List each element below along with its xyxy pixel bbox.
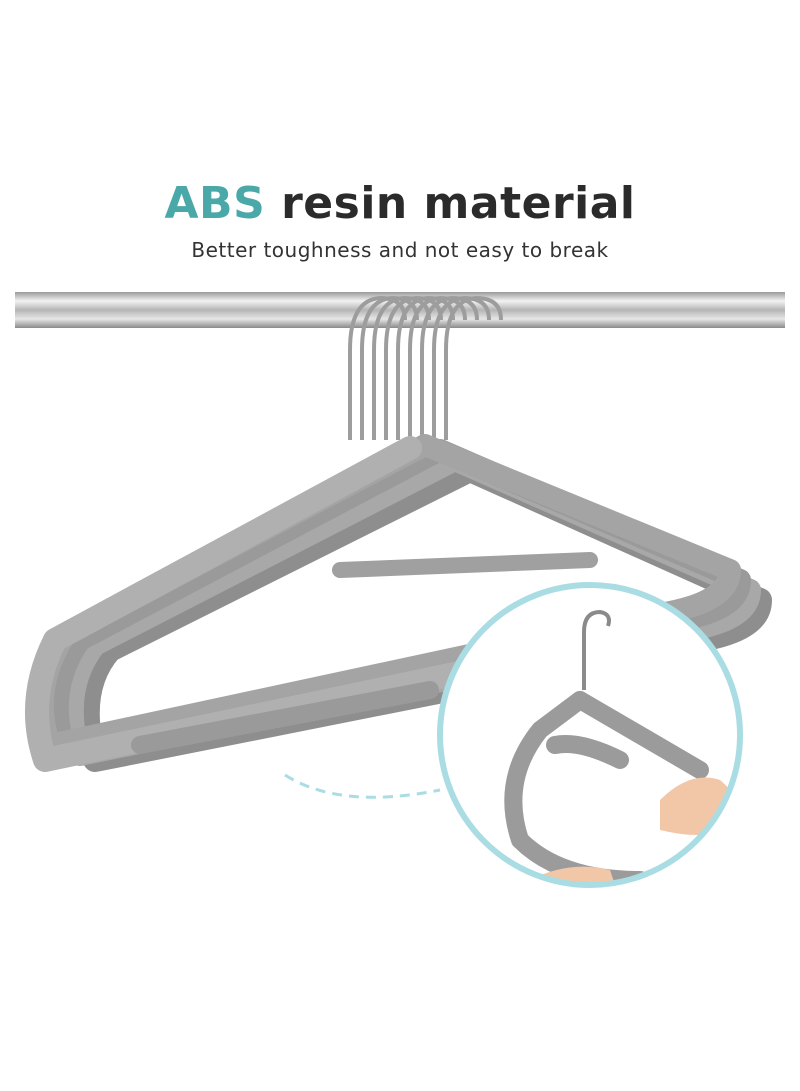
- detail-circle: [437, 582, 743, 888]
- headline-rest: resin material: [265, 178, 636, 229]
- headline-accent: ABS: [164, 178, 266, 229]
- dashed-connector: [284, 773, 441, 799]
- headline: ABS resin material: [0, 178, 800, 229]
- subheadline: Better toughness and not easy to break: [191, 238, 609, 262]
- hook-stack: [348, 295, 503, 440]
- hanger-stack: [25, 434, 772, 772]
